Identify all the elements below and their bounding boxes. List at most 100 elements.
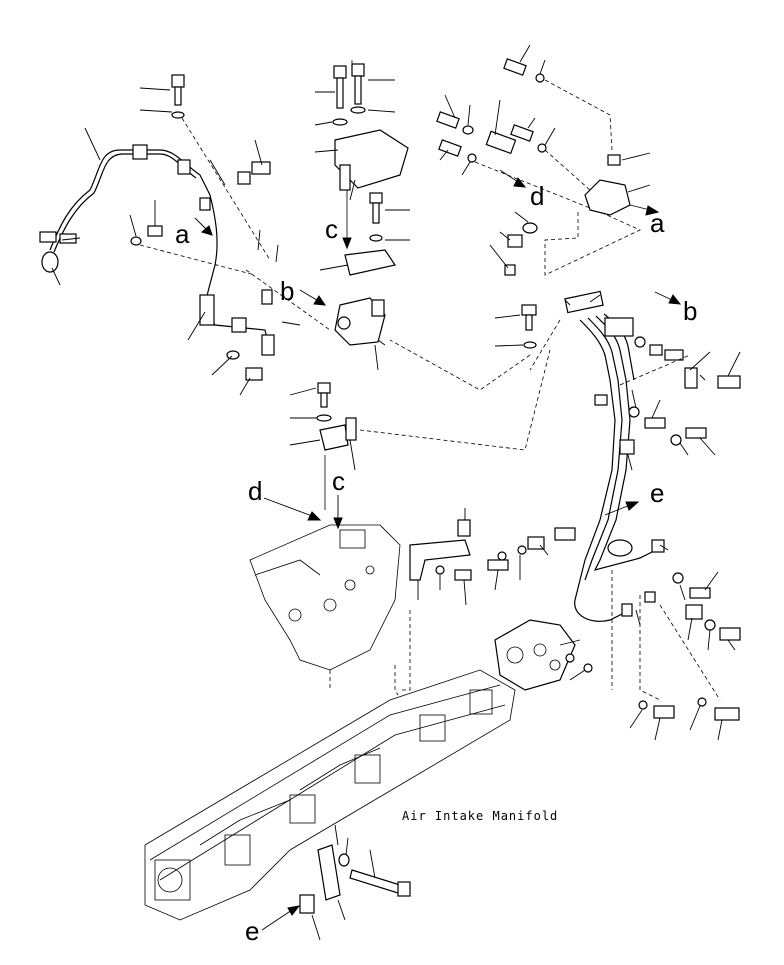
block-fitting: [584, 179, 631, 216]
bolt-head-22: [714, 707, 740, 721]
connector-2: [664, 349, 684, 361]
elbow-fitting: [651, 539, 665, 553]
bolt-head-21: [653, 705, 675, 719]
manifold-outline: [144, 669, 516, 921]
l-bracket: [317, 844, 341, 901]
connector-plug: [39, 231, 57, 243]
label-d-mid: d: [248, 476, 262, 506]
valve-port: [337, 316, 351, 330]
label-c-top: c: [325, 214, 338, 244]
cylinder-head-block: [249, 524, 401, 671]
washer-22: [697, 697, 707, 707]
long-bracket: [409, 539, 471, 581]
label-c-mid: c: [332, 466, 345, 496]
washer-13: [672, 572, 684, 584]
union-fitting: [485, 130, 517, 155]
bolt-shank: [174, 86, 182, 106]
washer-21: [638, 700, 648, 710]
pump-body: [494, 619, 576, 691]
plug: [607, 154, 621, 166]
washer: [171, 111, 185, 119]
bolt-head-19: [454, 569, 472, 581]
label-d-top: d: [530, 181, 544, 211]
pump-block: [494, 619, 593, 691]
bolt-shank-7: [372, 202, 380, 224]
washer-10: [467, 153, 477, 163]
adapter: [261, 289, 273, 305]
bolt-head-4: [245, 367, 263, 381]
label-a-left: a: [175, 219, 190, 249]
clip-6: [527, 536, 545, 550]
air-intake-manifold: [144, 669, 516, 921]
small-bracket: [319, 424, 349, 451]
washer-8: [462, 125, 474, 135]
nut: [237, 171, 251, 185]
label-a-right: a: [650, 208, 665, 238]
washer-14: [704, 619, 716, 631]
bolt-head-15: [689, 587, 711, 599]
bolt-head-9: [436, 111, 460, 129]
washer-11: [628, 406, 640, 418]
o-ring: [634, 336, 646, 348]
bolt-head-13: [644, 417, 666, 429]
clamp-2: [177, 159, 191, 175]
washer-12: [670, 434, 682, 446]
washer-19: [517, 545, 527, 555]
washer-20: [565, 653, 575, 663]
sleeve: [607, 539, 633, 557]
pipe-nut: [604, 317, 634, 337]
label-e-bottom: e: [245, 916, 259, 946]
label-b-right: b: [683, 296, 697, 326]
right-fitting-group: [436, 44, 660, 276]
bolt-head-18: [317, 382, 331, 394]
plate-pin: [339, 164, 351, 191]
washer-6: [369, 234, 383, 242]
pipe-end: [621, 603, 633, 617]
bolt-head-20: [487, 559, 509, 571]
clip-10: [299, 894, 315, 914]
left-harness-group: [39, 74, 331, 396]
washer-4: [350, 106, 366, 114]
clip: [231, 317, 247, 333]
bolt-head: [171, 74, 185, 88]
lower-bracket-row: [400, 508, 549, 691]
bolt-head-7: [369, 192, 383, 204]
label-e-right: e: [650, 478, 664, 508]
washer-3: [226, 350, 240, 360]
clip-2: [684, 367, 698, 389]
washer-7: [535, 73, 545, 83]
clip-5: [554, 527, 576, 541]
pipe-bracket-2: [564, 290, 604, 314]
clip-4: [594, 394, 608, 406]
lower-right-bolts: [629, 697, 740, 741]
middle-bracket-group: [289, 349, 551, 510]
clip-9: [457, 519, 471, 537]
valve-bracket-group: [314, 60, 410, 371]
washer-16: [316, 414, 332, 422]
center-bolts: [389, 304, 561, 391]
bolt-head-6: [351, 63, 365, 77]
manifold-caption: Air Intake Manifold: [402, 809, 558, 823]
washer-2: [130, 236, 142, 246]
banjo-bolt: [507, 234, 523, 248]
clip-7: [685, 604, 703, 620]
bolt-head-12: [717, 375, 741, 389]
pipe-assembly: [527, 290, 741, 701]
bolt-shank-5: [336, 77, 344, 109]
bolt-head-16: [719, 627, 741, 641]
clip-3: [619, 439, 635, 455]
fitting-nut: [649, 344, 663, 356]
bolt-shank-6: [354, 75, 362, 105]
clip-8: [345, 417, 357, 441]
bolt-head-2: [251, 161, 271, 175]
long-bolt: [349, 869, 401, 894]
bolt-head-8: [503, 58, 527, 76]
long-bolt-head: [397, 881, 411, 897]
nut-3: [583, 663, 593, 673]
clamp: [132, 144, 148, 160]
bolt-head-10: [510, 124, 534, 142]
pipe-bracket: [199, 294, 215, 326]
plug-2: [504, 264, 516, 276]
bolt-shank-18: [320, 392, 328, 408]
